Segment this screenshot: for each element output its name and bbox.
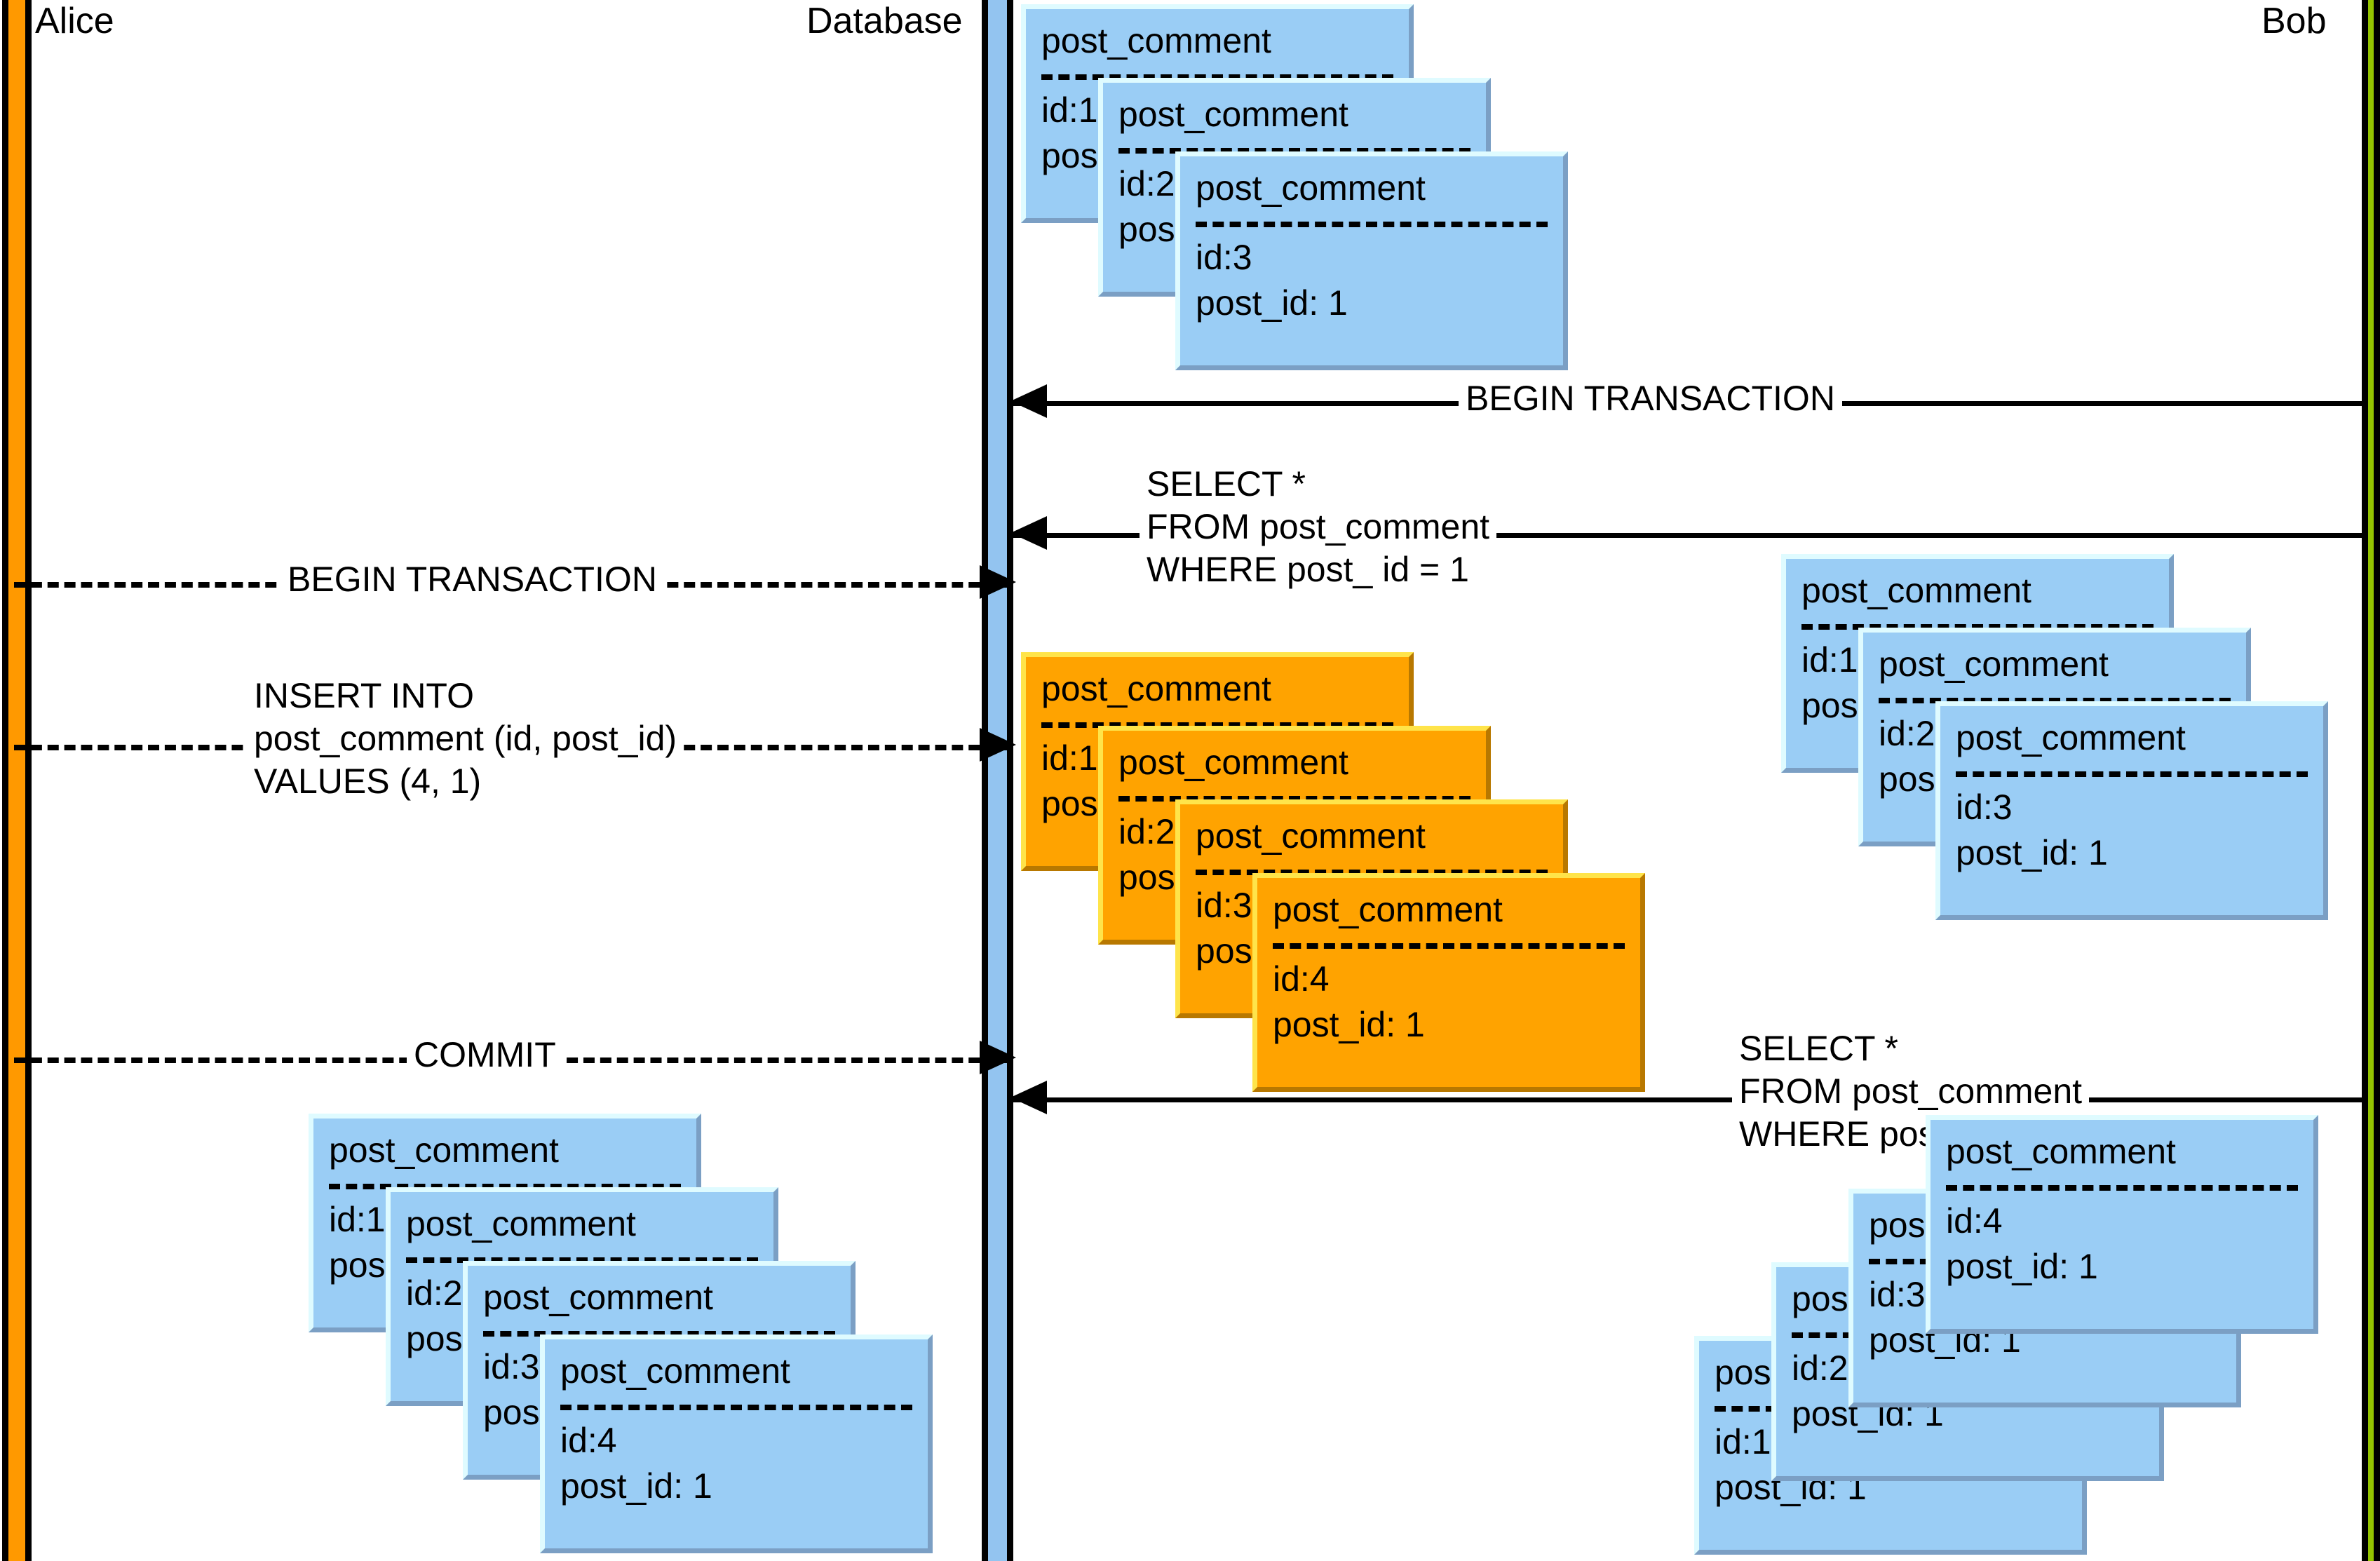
- sql-line: SELECT *: [1147, 464, 1306, 504]
- lifeline-alice[interactable]: [2, 0, 32, 1561]
- note-separator: [560, 1405, 912, 1410]
- note-record: post_comment id:4 post_id: 1: [1926, 1115, 2318, 1334]
- note-separator: [1273, 943, 1625, 949]
- sql-line: post_comment (id, post_id): [254, 719, 677, 758]
- arrowhead-left-icon: [1010, 384, 1047, 418]
- note-separator: [1879, 698, 2231, 703]
- note-title: post_comment: [1196, 816, 1426, 856]
- lifeline-bob[interactable]: [2362, 0, 2380, 1561]
- note-title: post_comment: [406, 1204, 636, 1243]
- note-postid-row: post_id: 1: [1273, 1005, 1425, 1044]
- message-label-bob-select-first: SELECT * FROM post_comment WHERE post_ i…: [1140, 463, 1497, 591]
- note-postid-row: post_id: 1: [560, 1466, 712, 1506]
- note-separator: [1118, 148, 1470, 154]
- note-id-row: id:1: [329, 1200, 386, 1239]
- note-separator: [1956, 771, 2308, 777]
- note-separator: [1196, 222, 1548, 227]
- lifeline-database[interactable]: [982, 0, 1013, 1561]
- note-title: post_comment: [1196, 168, 1426, 208]
- message-label-alice-insert: INSERT INTO post_comment (id, post_id) V…: [247, 675, 684, 803]
- note-postid-row: post_id: 1: [1946, 1247, 2098, 1286]
- note-id-row: id:2: [1118, 164, 1175, 203]
- note-separator: [483, 1331, 835, 1337]
- message-line: [1013, 1097, 2362, 1102]
- note-id-row: id:3: [1869, 1275, 1926, 1314]
- note-separator: [1118, 796, 1470, 802]
- sql-line: INSERT INTO: [254, 676, 474, 715]
- note-title: post_comment: [1879, 644, 2109, 684]
- sql-line: FROM post_comment: [1739, 1072, 2083, 1111]
- note-title: post_comment: [560, 1351, 790, 1391]
- note-id-row: id:3: [1956, 788, 2013, 827]
- arrowhead-right-icon: [980, 1041, 1016, 1074]
- note-title: post_comment: [1273, 890, 1503, 929]
- note-id-row: id:1: [1041, 738, 1098, 778]
- note-separator: [1196, 870, 1548, 875]
- sql-line: SELECT *: [1739, 1029, 1898, 1068]
- arrowhead-right-icon: [980, 565, 1016, 599]
- sql-line: FROM post_comment: [1147, 507, 1490, 546]
- note-title: post_comment: [1946, 1132, 2176, 1171]
- note-id-row: id:2: [1792, 1349, 1848, 1388]
- note-separator: [406, 1257, 758, 1263]
- note-separator: [329, 1184, 681, 1189]
- note-id-row: id:3: [483, 1347, 540, 1386]
- note-title: post_comment: [1118, 95, 1348, 134]
- note-id-row: id:4: [560, 1421, 617, 1460]
- note-id-row: id:4: [1273, 959, 1330, 999]
- arrowhead-left-icon: [1010, 516, 1047, 550]
- note-id-row: id:1: [1801, 640, 1858, 680]
- message-label-alice-commit: COMMIT: [407, 1034, 563, 1076]
- note-record: post_comment id:4 post_id: 1: [1252, 873, 1645, 1092]
- arrowhead-left-icon: [1010, 1081, 1047, 1114]
- sql-line: VALUES (4, 1): [254, 762, 482, 801]
- lifeline-label-database: Database: [806, 1, 963, 41]
- note-record: post_comment id:4 post_id: 1: [540, 1334, 933, 1553]
- note-id-row: id:1: [1715, 1422, 1771, 1461]
- note-id-row: id:2: [1118, 812, 1175, 851]
- note-title: post_comment: [1118, 743, 1348, 782]
- message-label-alice-begin-transaction: BEGIN TRANSACTION: [280, 558, 664, 601]
- note-id-row: id:2: [406, 1273, 463, 1313]
- note-record: post_comment id:3 post_id: 1: [1935, 701, 2328, 920]
- lifeline-label-bob: Bob: [2261, 1, 2327, 41]
- note-id-row: id:4: [1946, 1201, 2003, 1241]
- note-title: post_comment: [1956, 718, 2186, 757]
- note-title: post_comment: [1041, 21, 1271, 60]
- note-title: post_comment: [329, 1130, 559, 1170]
- note-separator: [1041, 74, 1393, 80]
- note-postid-row: post_id: 1: [1956, 833, 2108, 872]
- note-id-row: id:2: [1879, 714, 1935, 753]
- note-id-row: id:1: [1041, 90, 1098, 130]
- note-id-row: id:3: [1196, 886, 1252, 925]
- sql-line: WHERE post_ id = 1: [1147, 550, 1469, 589]
- lifeline-label-alice: Alice: [35, 1, 114, 41]
- message-line: [1013, 533, 2362, 538]
- note-title: post_comment: [483, 1278, 713, 1317]
- message-label-bob-begin-transaction: BEGIN TRANSACTION: [1459, 377, 1842, 420]
- arrowhead-right-icon: [980, 728, 1016, 762]
- note-postid-row: post_id: 1: [1196, 283, 1348, 323]
- note-title: post_comment: [1801, 571, 2031, 610]
- note-record: post_comment id:3 post_id: 1: [1175, 151, 1568, 370]
- note-id-row: id:3: [1196, 238, 1252, 277]
- note-separator: [1041, 722, 1393, 728]
- note-separator: [1946, 1185, 2298, 1191]
- note-separator: [1801, 624, 2154, 630]
- note-title: post_comment: [1041, 669, 1271, 708]
